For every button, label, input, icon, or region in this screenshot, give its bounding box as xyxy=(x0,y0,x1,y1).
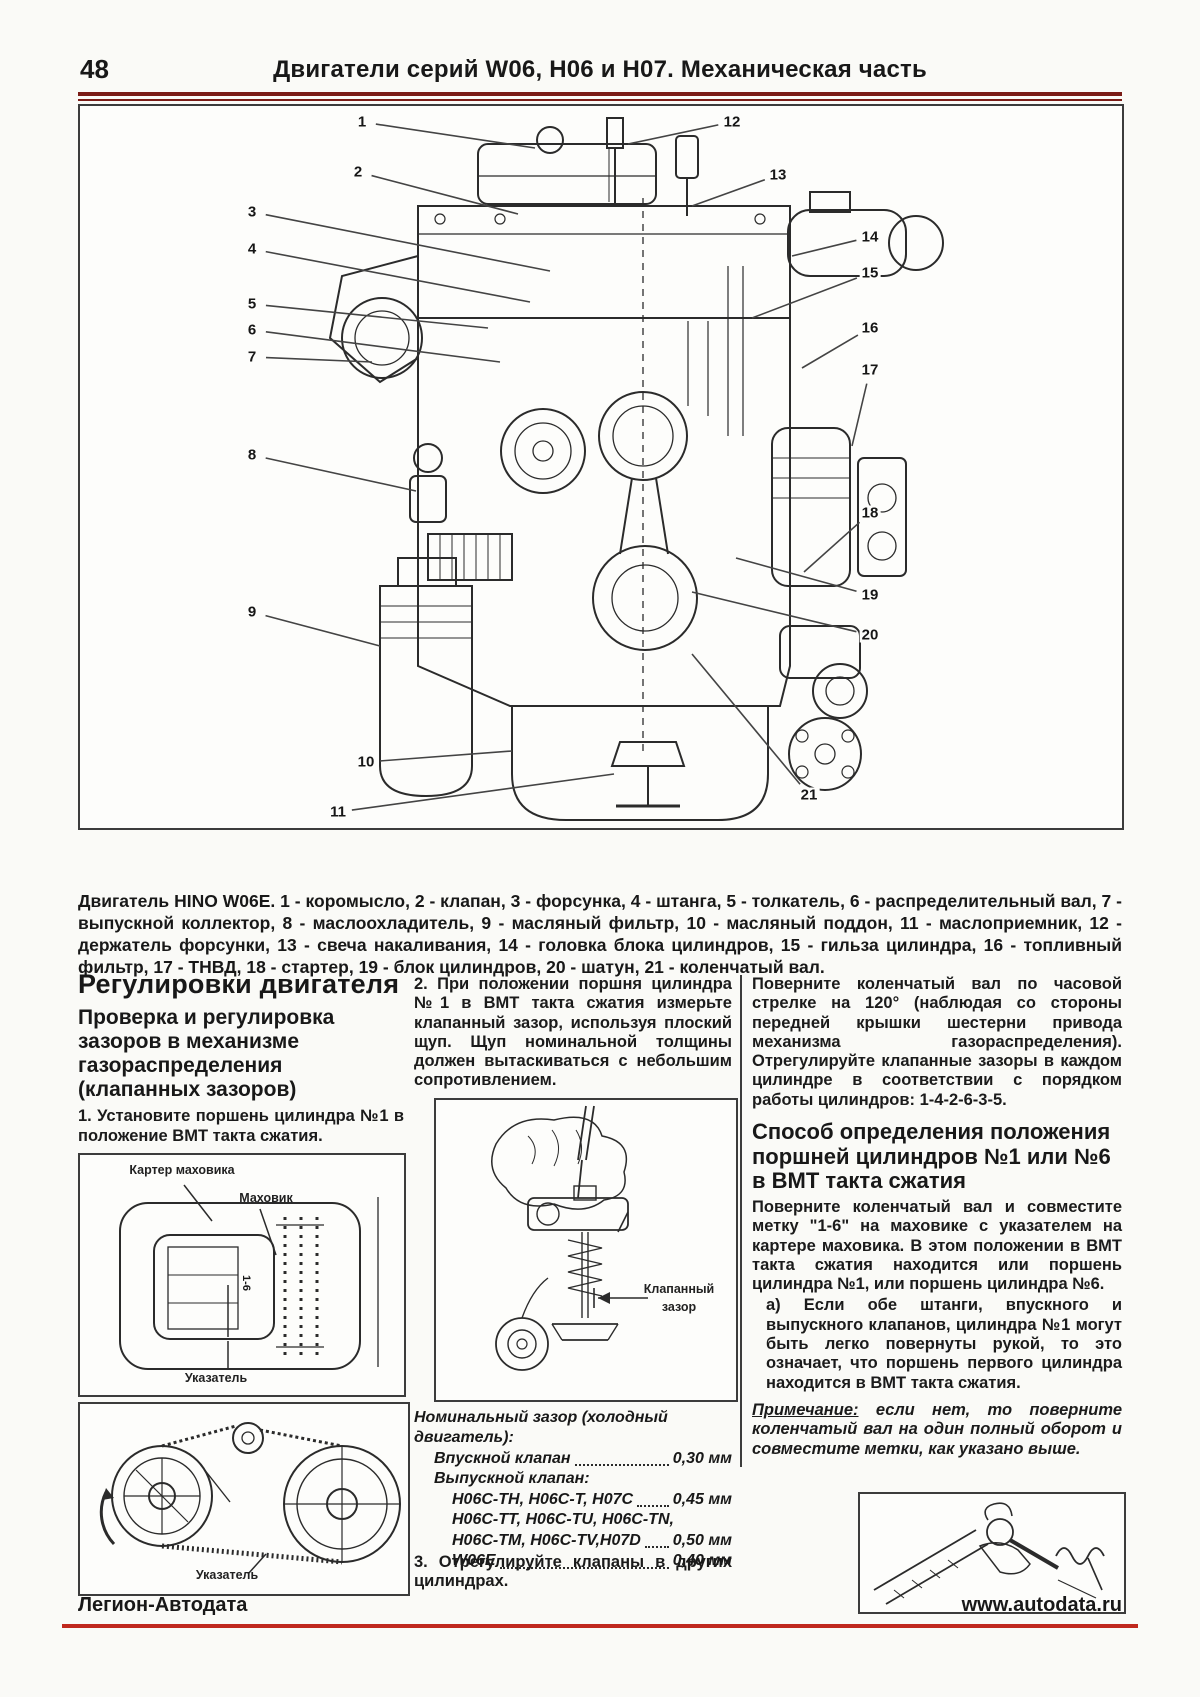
page-title: Двигатели серий W06, H06 и H07. Механиче… xyxy=(273,56,927,83)
spec-label: H06C-TT, H06C-TU, H06C-TN, xyxy=(452,1511,674,1529)
engine-callout-16: 16 xyxy=(859,319,881,337)
engine-callout-3: 3 xyxy=(245,203,259,221)
spec-label: H06C-TH, H06C-T, H07C xyxy=(452,1490,634,1508)
header-rule-thin xyxy=(78,99,1122,101)
flywheel-drawing xyxy=(119,1184,379,1370)
rocker-drawing xyxy=(873,1502,1105,1605)
flywheel-housing-figure: Картер маховика Маховик Указатель 1-6 xyxy=(78,1153,406,1397)
spec-label: W06E xyxy=(452,1552,496,1570)
figure-caption: Двигатель HINO W06E. 1 - коромысло, 2 - … xyxy=(78,891,1122,978)
footer-rule xyxy=(62,1624,1138,1628)
engine-callout-13: 13 xyxy=(767,166,789,184)
flywheel-mark-1-6: 1-6 xyxy=(239,1275,252,1291)
engine-callout-1: 1 xyxy=(355,113,369,131)
engine-callout-2: 2 xyxy=(351,163,365,181)
step-1: 1. Установите поршень цилиндра №1 в поло… xyxy=(78,1107,404,1145)
para-method: Поверните коленчатый вал и совместите ме… xyxy=(752,1197,1122,1294)
left-column: Регулировки двигателя Проверка и регулир… xyxy=(78,970,404,1146)
engine-drawing xyxy=(328,117,944,821)
engine-callout-15: 15 xyxy=(859,264,881,282)
spec-dot-leader xyxy=(574,1464,669,1467)
label-flywheel: Маховик xyxy=(239,1191,293,1205)
engine-callout-17: 17 xyxy=(859,361,881,379)
label-valve-clearance-2: зазор xyxy=(661,1300,697,1314)
belt-drawing xyxy=(99,1422,401,1575)
engine-callout-8: 8 xyxy=(245,446,259,464)
spec-label: H06C-TM, H06C-TV,H07D xyxy=(452,1531,641,1549)
spec-row: Выпускной клапан: xyxy=(414,1469,732,1489)
method-title: Способ определения положения поршней цил… xyxy=(752,1119,1111,1194)
label-valve-clearance-1: Клапанный xyxy=(643,1282,715,1296)
step-3: 3. Отрегулируйте клапаны в других цилинд… xyxy=(414,1553,732,1591)
valve-drawing xyxy=(491,1105,648,1371)
spec-dot-leader xyxy=(644,1546,669,1549)
section-title: Регулировки двигателя xyxy=(78,969,400,999)
spec-label: Впускной клапан xyxy=(434,1449,571,1467)
para-condition-a: а) Если обе штанги, впускного и выпускно… xyxy=(766,1296,1122,1392)
spec-dot-leader xyxy=(499,1566,669,1569)
specs-rows: Впускной клапан 0,30 мм Выпускной клапан: H… xyxy=(414,1449,732,1572)
engine-callout-19: 19 xyxy=(859,586,881,604)
spec-dot-leader xyxy=(637,1505,669,1508)
clearance-specs: Номинальный зазор (холодный двигатель): … xyxy=(414,1408,732,1572)
right-column: Поверните коленчатый вал по часовой стре… xyxy=(752,975,1122,1459)
engine-callout-4: 4 xyxy=(245,240,259,258)
engine-callout-11: 11 xyxy=(328,803,348,821)
label-flywheel-housing: Картер маховика xyxy=(129,1163,235,1177)
engine-callout-10: 10 xyxy=(355,753,377,771)
spec-row: W06E 0,40 мм xyxy=(414,1551,732,1571)
footer-publisher: Легион-Автодата xyxy=(78,1594,248,1616)
note-text: если нет, то поверните коленчатый вал на… xyxy=(752,1400,1122,1458)
middle-column: 2. При положении поршня цилиндра №1 в ВМ… xyxy=(414,975,732,1091)
spec-row: H06C-TM, H06C-TV,H07D 0,50 мм xyxy=(414,1531,732,1551)
column-divider xyxy=(740,975,742,1467)
engine-callout-14: 14 xyxy=(859,228,881,246)
specs-intro: Номинальный зазор (холодный двигатель): xyxy=(414,1409,668,1447)
label-pointer: Указатель xyxy=(184,1371,248,1385)
spec-value: 0,30 мм xyxy=(672,1449,732,1467)
engine-callout-6: 6 xyxy=(245,321,259,339)
spec-row: Впускной клапан 0,30 мм xyxy=(414,1449,732,1469)
spec-value: 0,45 мм xyxy=(672,1490,732,1508)
engine-callout-18: 18 xyxy=(859,504,881,522)
engine-callout-12: 12 xyxy=(721,113,743,131)
engine-callout-21: 21 xyxy=(798,786,820,804)
page-number: 48 xyxy=(80,54,109,84)
footer-website: www.autodata.ru xyxy=(961,1594,1122,1616)
step-2: 2. При положении поршня цилиндра №1 в ВМ… xyxy=(414,975,732,1090)
engine-callout-20: 20 xyxy=(859,626,881,644)
rocker-adjust-figure xyxy=(858,1492,1126,1614)
header-rule-thick xyxy=(78,92,1122,96)
note-label: Примечание: xyxy=(752,1400,859,1419)
engine-callout-9: 9 xyxy=(245,603,259,621)
belt-pulley-figure: Указатель xyxy=(78,1402,410,1596)
note: Примечание: если нет, то поверните колен… xyxy=(752,1401,1122,1459)
para-rotate-crankshaft: Поверните коленчатый вал по часовой стре… xyxy=(752,975,1122,1109)
spec-row: H06C-TT, H06C-TU, H06C-TN, xyxy=(414,1510,732,1530)
valve-clearance-figure: Клапанный зазор xyxy=(434,1098,738,1402)
spec-value: 0,40 мм xyxy=(672,1552,732,1570)
callout-leader-lines xyxy=(265,123,868,811)
spec-value: 0,50 мм xyxy=(672,1531,732,1549)
subsection-title: Проверка и регулировка зазоров в механиз… xyxy=(78,1006,335,1101)
engine-callout-5: 5 xyxy=(245,295,259,313)
spec-label: Выпускной клапан: xyxy=(434,1470,590,1488)
spec-row: H06C-TH, H06C-T, H07C 0,45 мм xyxy=(414,1490,732,1510)
engine-callout-7: 7 xyxy=(245,348,259,366)
label-belt-pointer: Указатель xyxy=(195,1568,259,1582)
